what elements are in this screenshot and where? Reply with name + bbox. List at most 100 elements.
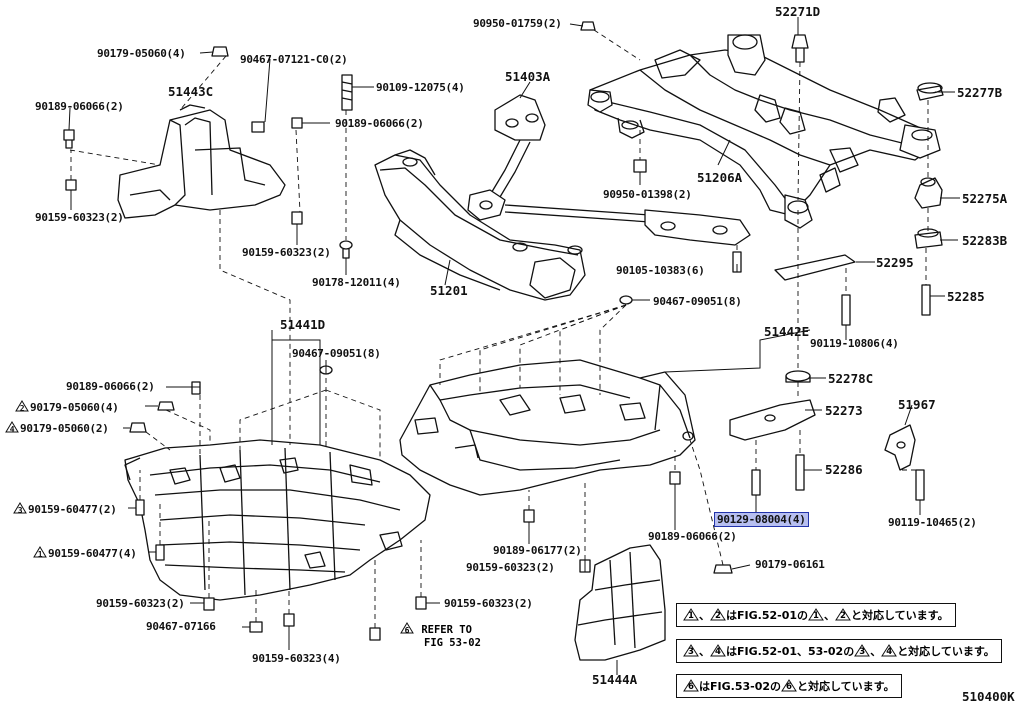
bolt-90159-60323-a <box>65 179 77 191</box>
marker-triangle-icon: 4 <box>881 644 898 657</box>
clip-90950-01759 <box>580 21 596 31</box>
marker-triangle-icon: 4 <box>710 644 726 657</box>
bolt-90159-60323-f <box>283 613 295 627</box>
assembly-lines <box>69 29 929 628</box>
bolt-90189-06066-a <box>63 129 75 149</box>
bracket-52273 <box>729 399 816 441</box>
bolt-90159-60477-a <box>135 499 145 516</box>
part-label-51403a: 51403A <box>505 69 551 84</box>
marker-triangle-icon: 2 <box>710 608 726 621</box>
clip-90467-07121 <box>251 121 265 133</box>
part-label-52277b: 52277B <box>957 85 1003 100</box>
part-label-51206a: 51206A <box>697 170 743 185</box>
marker-triangle-icon: 3 <box>13 502 27 515</box>
marker-triangle-icon: 3 <box>854 644 871 657</box>
marker-triangle-icon: 6 <box>781 679 797 692</box>
part-label-90189-06177: 90189-06177(2) <box>493 544 582 557</box>
part-label-90189-06066-a: 90189-06066(2) <box>35 100 124 113</box>
part-label-90109-12075: 90109-12075(4) <box>376 81 465 94</box>
marker-triangle-icon: 4 <box>5 421 19 434</box>
part-label-90467-09051-a: 90467-09051(8) <box>653 295 742 308</box>
part-label-90467-07121-c0: 90467-07121-C0(2) <box>240 53 348 66</box>
part-label-90129-08004-highlighted[interactable]: 90129-08004(4) <box>714 512 809 527</box>
bolt-90189-06066-b <box>291 117 303 129</box>
marker-triangle-icon: 1 <box>808 608 824 621</box>
part-label-52285: 52285 <box>947 289 985 304</box>
marker-triangle-icon: 1 <box>683 608 699 621</box>
stopper-52275a <box>914 177 943 209</box>
bolt-90189-06177 <box>523 509 535 523</box>
part-label-90179-06161: 90179-06161 <box>755 558 825 571</box>
part-label-51442e: 51442E <box>764 324 810 339</box>
part-label-52295: 52295 <box>876 255 914 270</box>
part-label-90950-01759: 90950-01759(2) <box>473 17 562 30</box>
marker-triangle-icon: 6 <box>683 679 699 692</box>
bolt-90109-12075 <box>341 74 353 111</box>
bolt-90159-60323-e <box>415 596 427 610</box>
part-label-51441d: 51441D <box>280 317 326 332</box>
collar-52278c <box>785 370 811 383</box>
plate-52295 <box>774 254 856 281</box>
part-label-90159-60323-a: 90159-60323(2) <box>35 211 124 224</box>
part-label-90189-06066-d: 90189-06066(2) <box>648 530 737 543</box>
part-label-90159-60323-c: 90159-60323(2) <box>466 561 555 574</box>
bolt-90159-60477-b <box>155 544 165 561</box>
clip-90179-05060-c <box>129 422 147 433</box>
clip-90179-05060-a <box>211 46 229 57</box>
part-label-51967: 51967 <box>898 397 936 412</box>
bolt-52285 <box>921 284 931 316</box>
clip-90178-12011 <box>339 240 353 259</box>
bolt-52286 <box>795 454 805 491</box>
part-label-90159-60323-d: 90159-60323(2) <box>96 597 185 610</box>
part-label-90178-12011: 90178-12011(4) <box>312 276 401 289</box>
crossmember-51201 <box>374 149 586 301</box>
part-label-52286: 52286 <box>825 462 863 477</box>
bolt-90129-08004 <box>751 469 761 496</box>
refer-to-fig-53-02: 6 REFER TO FIG 53-02 <box>400 622 481 650</box>
marker-triangle-icon: 1 <box>33 546 47 559</box>
part-label-90159-60323-b: 90159-60323(2) <box>242 246 331 259</box>
part-label-52275a: 52275A <box>962 191 1008 206</box>
bolt-90189-06066-c <box>191 381 201 395</box>
part-label-52273: 52273 <box>825 403 863 418</box>
bolt-90119-10806 <box>841 294 851 326</box>
part-label-90159-60323-e: 90159-60323(2) <box>444 597 533 610</box>
part-label-52278c: 52278C <box>828 371 874 386</box>
diagram-code: 510400K <box>962 689 1015 704</box>
part-label-90950-01398: 90950-01398(2) <box>603 188 692 201</box>
part-label-52283b: 52283B <box>962 233 1008 248</box>
clip-90179-06161 <box>713 564 733 574</box>
bolt-90950-01398 <box>633 159 647 173</box>
part-label-90119-10465: 90119-10465(2) <box>888 516 977 529</box>
side-cover-51444a <box>574 544 666 661</box>
clip-90467-09051-a <box>619 295 633 305</box>
bracket-51443c <box>117 104 286 219</box>
marker-triangle-icon: 2 <box>835 608 851 621</box>
bolt-ref-53-02 <box>369 627 381 641</box>
part-label-51444a: 51444A <box>592 672 638 687</box>
part-label-90179-05060: 90179-05060(4) <box>97 47 186 60</box>
part-label-90189-06066-b: 90189-06066(2) <box>335 117 424 130</box>
part-label-51443c: 51443C <box>168 84 214 99</box>
part-label-90119-10806: 90119-10806(4) <box>810 337 899 350</box>
bolt-90189-06066-d <box>669 471 681 485</box>
marker-triangle-icon: 6 <box>400 622 414 635</box>
stopper-52277b <box>916 82 944 101</box>
bracket-51967 <box>884 424 916 471</box>
clip-90467-07166 <box>249 621 263 633</box>
part-label-52271d: 52271D <box>775 4 821 19</box>
part-label-51201: 51201 <box>430 283 468 298</box>
bolt-52271d <box>791 34 809 63</box>
brace-51403a <box>467 94 751 246</box>
bolt-90105-10383 <box>732 251 742 273</box>
under-cover-51441d <box>124 439 431 601</box>
leader-lines <box>68 17 960 675</box>
